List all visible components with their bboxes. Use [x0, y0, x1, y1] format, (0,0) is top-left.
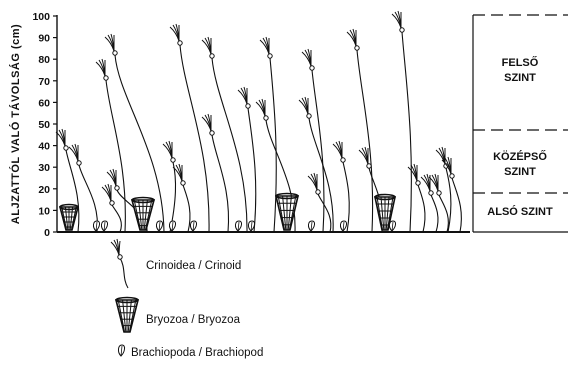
y-tick-label: 80 — [38, 54, 50, 66]
y-tick-label: 20 — [38, 184, 50, 196]
brachiopod-icon — [93, 221, 99, 231]
y-tick-label: 10 — [38, 205, 50, 217]
crinoid-icon — [170, 24, 209, 232]
brachiopod-icon — [308, 221, 314, 231]
tier-middle-line2: SZINT — [504, 166, 536, 178]
brachiopod-icon — [101, 221, 107, 231]
legend-crinoid-calyx — [118, 255, 122, 259]
tier-lower-label: ALSÓ SZINT — [487, 205, 553, 218]
crinoid-icon — [333, 141, 349, 232]
brachiopod-icon — [389, 221, 395, 231]
y-axis-ticks: 0 10 20 30 40 50 60 70 80 90 100 — [32, 11, 57, 239]
y-axis-title: ALJZATTÓL VALÓ TÁVOLSÁG (cm) — [9, 24, 22, 224]
legend-crinoid-label: Crinoidea / Crinoid — [146, 260, 241, 272]
tier-upper-line2: SZINT — [504, 72, 536, 84]
brachiopod-icon — [169, 221, 175, 231]
crinoid-icon — [96, 59, 125, 232]
bryozoa-icon — [60, 205, 78, 231]
crinoid-icon — [429, 174, 448, 232]
y-tick-label: 70 — [38, 76, 50, 88]
crinoid-icon — [260, 37, 276, 232]
legend-brachiopod-label: Brachiopoda / Brachiopod — [131, 347, 263, 359]
legend-crinoid-stem — [120, 258, 128, 288]
legend: Crinoidea / Crinoid Bryozoa / Bryozoa Br… — [111, 239, 263, 359]
legend-crinoid-icon — [111, 239, 128, 288]
tier-panel — [473, 15, 568, 232]
legend-crinoid-arm — [119, 241, 120, 255]
y-tick-label: 40 — [38, 141, 50, 153]
y-tick-label: 0 — [44, 227, 50, 239]
y-tick-label: 30 — [38, 162, 50, 174]
legend-brachiopod-icon — [118, 345, 124, 356]
brachiopod-icon — [248, 221, 254, 231]
brachiopod-icon — [340, 221, 346, 231]
organism-layer — [56, 11, 461, 232]
legend-bryozoa-icon — [116, 298, 138, 333]
y-tick-label: 60 — [38, 97, 50, 109]
brachiopod-icon — [156, 221, 162, 231]
y-tick-label: 100 — [32, 11, 50, 23]
brachiopod-icon — [190, 221, 196, 231]
crinoid-icon — [347, 29, 373, 232]
brachiopod-icon — [235, 221, 241, 231]
crinoid-icon — [302, 49, 324, 232]
legend-bryozoa-label: Bryozoa / Bryozoa — [146, 314, 241, 326]
y-tick-label: 50 — [38, 119, 50, 131]
tier-middle-line1: KÖZÉPSŐ — [493, 150, 547, 163]
y-tick-label: 90 — [38, 33, 50, 45]
tier-upper-line1: FELSŐ — [502, 56, 539, 69]
crinoid-icon — [163, 141, 176, 232]
bryozoa-icon — [132, 198, 154, 231]
